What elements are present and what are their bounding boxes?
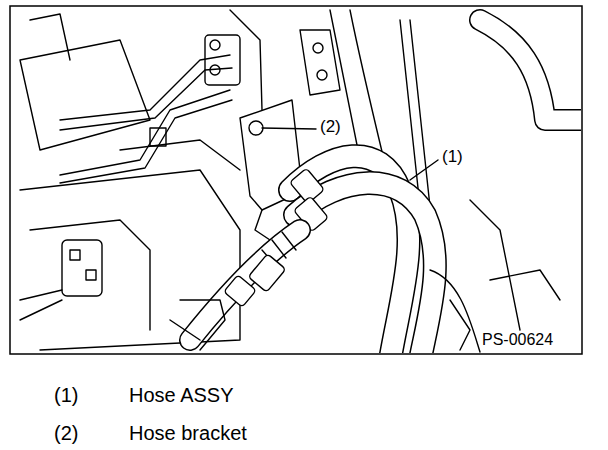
figure-code: PS-00624: [480, 331, 555, 349]
part-name: Hose bracket: [127, 422, 249, 444]
legend-number: (2): [52, 422, 80, 444]
legend-number: (1): [52, 384, 80, 406]
callout-number: (2): [318, 118, 343, 137]
part-name: Hose ASSY: [127, 384, 236, 406]
callout-number: (1): [440, 148, 465, 167]
